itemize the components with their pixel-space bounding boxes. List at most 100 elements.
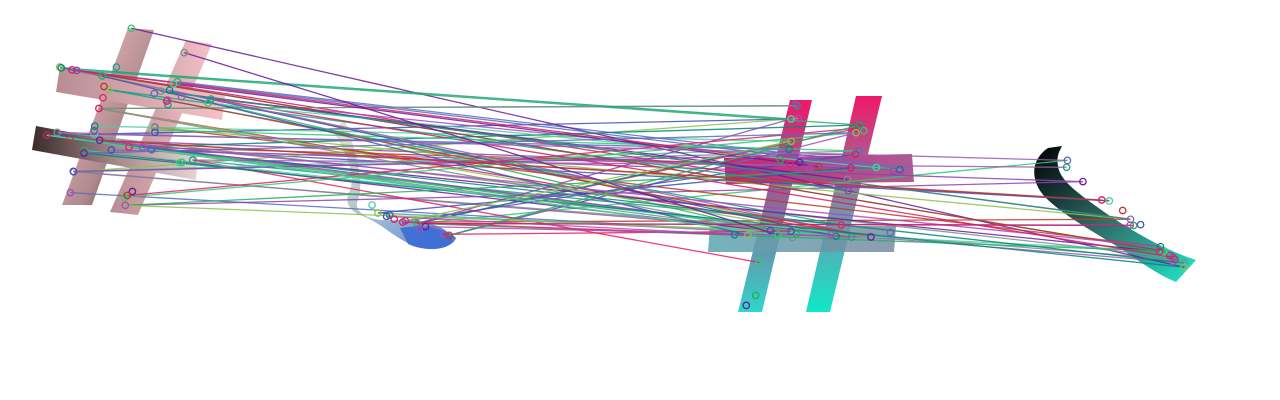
keypoint-marker: [80, 146, 89, 155]
keypoint-marker: [776, 156, 785, 164]
match-line: [57, 131, 1068, 162]
keypoint-marker: [1097, 196, 1106, 204]
match-line: [99, 139, 1102, 201]
keypoint-marker: [163, 96, 172, 104]
keypoint-marker: [785, 145, 793, 154]
keypoint-marker: [177, 92, 186, 101]
match-line: [449, 124, 860, 236]
keypoint-marker: [146, 145, 155, 153]
keypoint-marker: [188, 156, 197, 164]
match-line: [125, 166, 908, 206]
keypoint-marker: [66, 188, 75, 197]
keypoint-marker: [169, 80, 178, 88]
keypoint-marker: [814, 162, 823, 171]
keypoint-marker: [382, 212, 391, 221]
keypoint-marker: [401, 217, 410, 225]
keypoint-marker: [95, 136, 104, 145]
match-line: [173, 83, 819, 168]
match-line: [46, 134, 837, 237]
keypoint-marker: [180, 48, 189, 57]
keypoint-marker: [751, 291, 760, 300]
keypoint-marker: [1160, 247, 1169, 255]
keypoint-marker: [128, 187, 137, 196]
keypoint-marker: [1118, 206, 1127, 215]
match-line: [417, 159, 1068, 225]
keypoint-marker: [742, 301, 751, 310]
match-line: [83, 132, 857, 154]
keypoint-marker: [872, 163, 881, 172]
keypoint-marker: [846, 163, 855, 172]
keypoint-marker: [766, 226, 775, 235]
keypoint-marker: [390, 215, 399, 224]
keypoint-marker: [150, 89, 159, 98]
match-line: [83, 152, 1185, 268]
keypoint-marker: [791, 100, 800, 109]
keypoint-markers: [42, 24, 1189, 310]
keypoint-marker: [852, 128, 860, 137]
keypoint-marker: [843, 175, 852, 184]
match-line: [99, 139, 1161, 248]
keypoint-marker: [439, 230, 448, 239]
keypoint-marker: [787, 115, 795, 123]
match-line: [208, 102, 901, 171]
keypoint-marker: [69, 167, 78, 176]
match-line: [192, 159, 1067, 168]
keypoint-marker: [1156, 242, 1165, 251]
keypoint-marker: [1169, 253, 1177, 262]
keypoint-marker: [826, 230, 835, 239]
keypoint-marker: [178, 158, 186, 167]
keypoint-marker: [112, 63, 121, 71]
match-line: [192, 159, 760, 264]
keypoint-marker: [53, 128, 62, 137]
keypoint-marker: [123, 191, 132, 200]
keypoint-marker: [127, 24, 136, 33]
keypoint-marker: [1062, 163, 1071, 172]
keypoint-marker: [794, 114, 803, 123]
keypoint-marker: [175, 158, 184, 167]
match-line: [46, 134, 779, 236]
keypoint-marker: [1155, 247, 1164, 256]
match-line: [425, 225, 871, 238]
keypoint-marker: [1126, 215, 1135, 224]
match-line: [71, 69, 860, 126]
keypoint-marker: [806, 164, 814, 173]
match-line: [98, 105, 798, 110]
keypoint-marker: [744, 231, 752, 240]
keypoint-marker: [867, 233, 875, 241]
keypoint-marker: [1079, 177, 1087, 186]
match-line: [73, 153, 856, 173]
match-line: [160, 90, 771, 232]
keypoint-marker: [774, 231, 782, 239]
keypoint-marker: [795, 158, 804, 167]
keypoint-marker: [837, 221, 846, 229]
keypoint-marker: [98, 72, 106, 80]
keypoint-marker: [99, 93, 107, 102]
keypoint-marker: [889, 167, 898, 176]
keypoint-marker: [162, 97, 171, 106]
keypoint-marker: [164, 100, 172, 109]
match-line: [184, 51, 779, 236]
keypoint-marker: [886, 228, 895, 237]
keypoint-marker: [1105, 197, 1114, 205]
keypoint-marker: [138, 143, 147, 152]
match-line: [417, 222, 1134, 227]
keypoint-marker: [72, 66, 81, 75]
keypoint-marker: [730, 230, 739, 239]
keypoint-marker: [173, 77, 182, 86]
keypoint-marker: [859, 126, 868, 135]
keypoint-marker: [57, 64, 66, 72]
keypoint-marker: [90, 130, 99, 139]
right-paren-glyph: [1034, 146, 1196, 282]
match-line: [160, 90, 1131, 220]
keypoint-marker: [68, 66, 76, 74]
keypoint-marker: [896, 165, 904, 174]
keypoint-marker: [1136, 220, 1145, 229]
keypoint-marker: [90, 126, 99, 135]
match-line: [128, 124, 860, 148]
keypoint-marker: [1180, 259, 1189, 267]
keypoint-marker: [415, 224, 424, 233]
keypoint-marker: [793, 101, 801, 110]
keypoint-marker: [786, 160, 794, 168]
